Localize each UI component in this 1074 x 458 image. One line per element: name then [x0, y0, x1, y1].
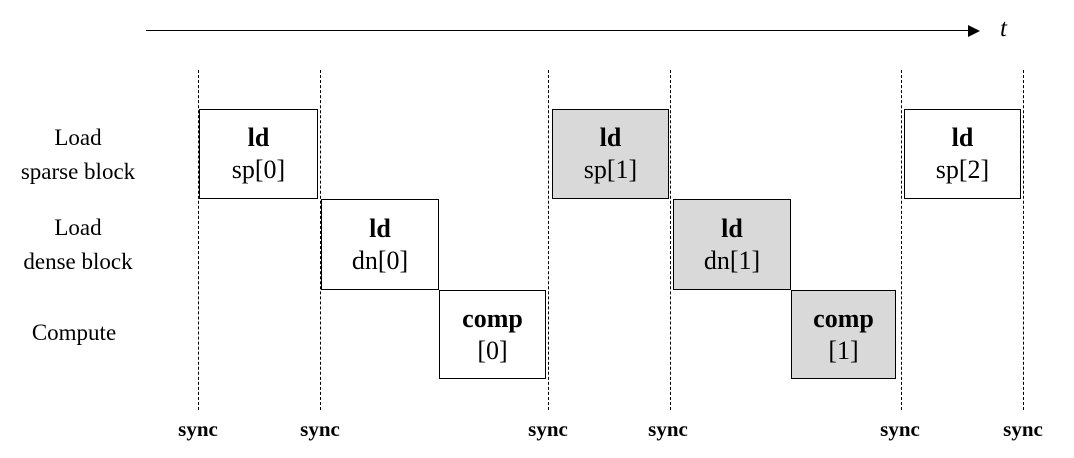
- row-label-line: dense block: [23, 249, 133, 274]
- op-arg: [0]: [477, 335, 508, 365]
- sync-label: sync: [880, 417, 920, 441]
- op-name: ld: [599, 123, 622, 152]
- op-arg: dn[1]: [703, 245, 761, 275]
- op-box-comp0: comp [0]: [439, 290, 546, 379]
- op-box-comp1: comp [1]: [791, 290, 896, 379]
- op-box-ld-sp1: ld sp[1]: [552, 109, 669, 199]
- op-name: ld: [951, 123, 974, 152]
- op-arg: sp[2]: [935, 155, 990, 184]
- sync-label: sync: [528, 417, 568, 441]
- sync-label: sync: [1003, 417, 1043, 441]
- sync-line: [1023, 70, 1024, 410]
- op-name: ld: [721, 213, 743, 243]
- op-name: comp: [462, 303, 523, 333]
- op-arg: [1]: [828, 335, 859, 365]
- op-name: ld: [369, 213, 391, 243]
- time-axis-label: t: [1000, 15, 1007, 42]
- sync-label: sync: [300, 417, 340, 441]
- row-label-line: sparse block: [20, 159, 136, 184]
- op-arg: sp[1]: [583, 155, 638, 184]
- row-label-load-sparse-block: Load sparse block: [0, 121, 158, 189]
- sync-label: sync: [648, 417, 688, 441]
- op-box-ld-sp0: ld sp[0]: [199, 109, 318, 199]
- sync-line: [901, 70, 902, 410]
- time-axis-line: [146, 30, 972, 31]
- sync-label: sync: [178, 417, 218, 441]
- op-box-ld-dn0: ld dn[0]: [321, 199, 439, 290]
- row-label-line: Load: [54, 215, 102, 240]
- row-label-compute: Compute: [0, 316, 154, 350]
- op-arg: sp[0]: [231, 155, 286, 184]
- row-label-line: Load: [54, 125, 102, 150]
- time-axis-arrowhead: [968, 24, 980, 37]
- op-arg: dn[0]: [351, 245, 409, 275]
- row-label-load-dense-block: Load dense block: [0, 211, 158, 279]
- op-box-ld-sp2: ld sp[2]: [904, 109, 1021, 199]
- op-name: comp: [813, 303, 874, 333]
- sync-line: [320, 70, 321, 410]
- sync-line: [548, 70, 549, 410]
- sync-line: [198, 70, 199, 410]
- row-label-line: Compute: [31, 320, 117, 345]
- op-box-ld-dn1: ld dn[1]: [673, 199, 791, 290]
- op-name: ld: [247, 123, 270, 152]
- sync-line: [670, 70, 671, 410]
